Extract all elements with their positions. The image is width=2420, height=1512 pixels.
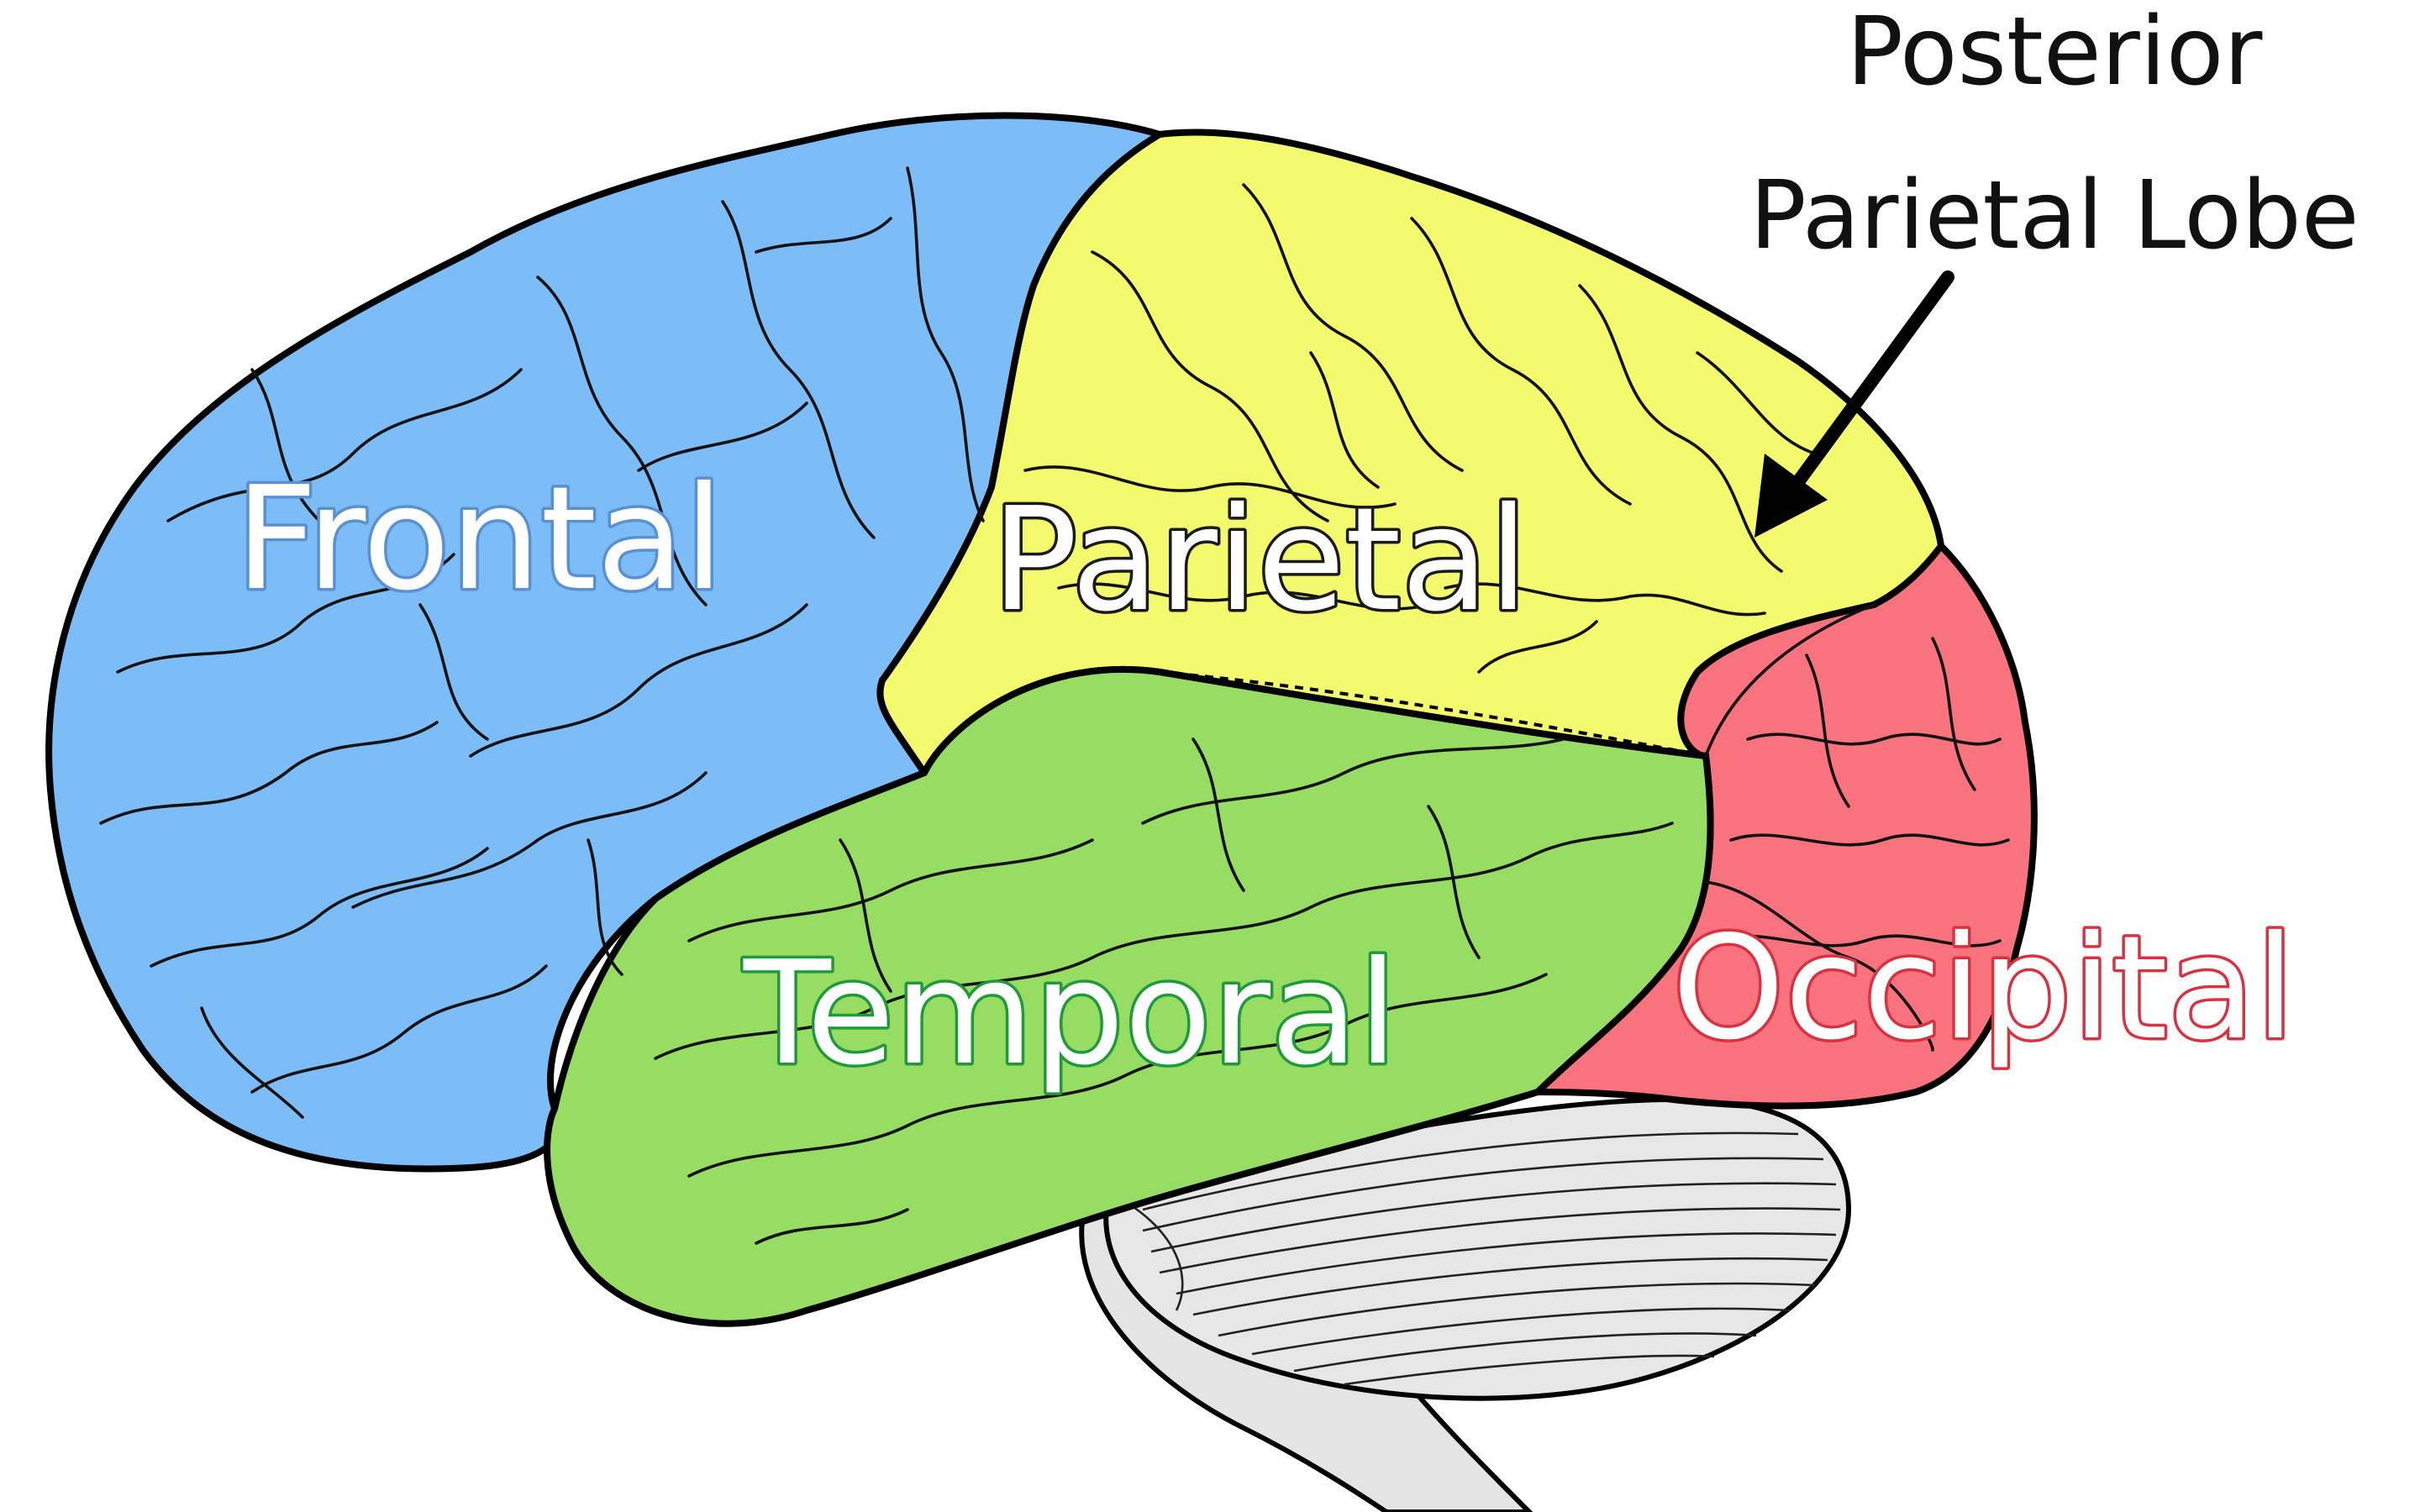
label-frontal: Frontal: [235, 456, 723, 622]
cerebellum-folia: [1108, 1131, 1841, 1386]
parietal-temporal-boundary: [1159, 670, 1707, 758]
callout-arrow: [1754, 270, 1954, 538]
temporal-lobe: [544, 665, 1714, 1327]
gyri-lines: [99, 166, 2010, 1245]
label-occipital: Occipital: [1672, 906, 2295, 1072]
callout-line-2: Parietal Lobe: [1749, 161, 2359, 270]
label-temporal: Temporal: [743, 931, 1397, 1097]
callout-line-1: Posterior: [1847, 0, 2264, 107]
label-parietal: Parietal: [992, 477, 1528, 643]
